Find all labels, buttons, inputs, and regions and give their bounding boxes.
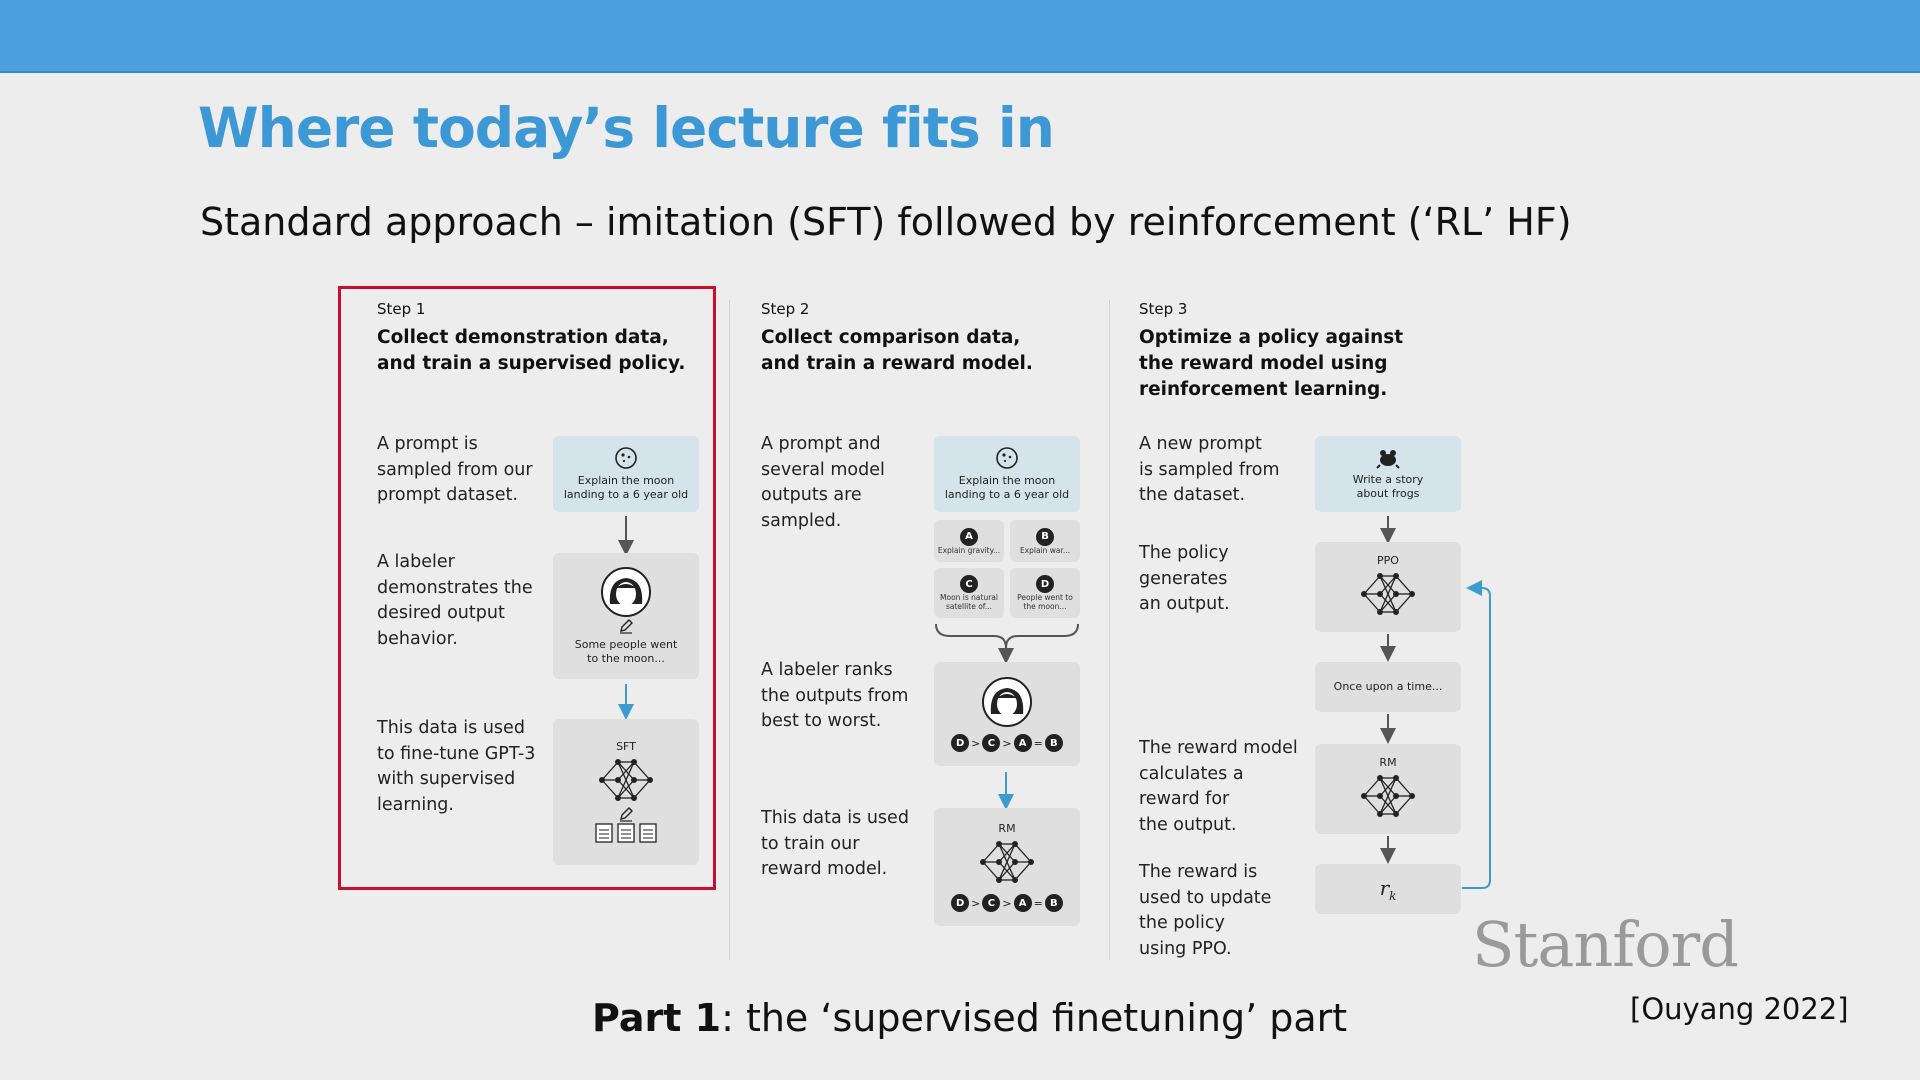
option-d-badge: D: [1036, 575, 1054, 593]
neural-network-icon: [599, 759, 653, 801]
labeler-avatar-icon: [601, 567, 651, 617]
pencil-icon: [620, 807, 633, 822]
step1-sft-box: SFT: [553, 719, 699, 865]
citation: [Ouyang 2022]: [1630, 992, 1849, 1026]
option-d-box: D People went to the moon...: [1010, 568, 1080, 618]
documents-icon: [595, 823, 657, 843]
rm-label: RM: [998, 822, 1016, 835]
column-divider-1: [729, 300, 730, 960]
step3-reward-box: rk: [1315, 864, 1461, 914]
ranking-row: D> C> A= B: [951, 734, 1063, 752]
option-b-badge: B: [1036, 527, 1054, 546]
stanford-logo: Stanford: [1472, 908, 1739, 981]
rm-label: RM: [1379, 756, 1397, 769]
column-divider-2: [1109, 300, 1110, 960]
moon-icon: [615, 447, 637, 469]
slide-title: Where today’s lecture fits in: [198, 96, 1055, 160]
top-bar: [0, 0, 1920, 73]
ranking-row: D> C> A= B: [951, 894, 1063, 912]
step2-title: Collect comparison data,and train a rewa…: [761, 327, 1033, 374]
ppo-label: PPO: [1377, 554, 1399, 567]
step3-label: Step 3: [1139, 300, 1188, 318]
option-b-box: B Explain war...: [1010, 520, 1080, 562]
neural-network-icon: [1361, 775, 1415, 817]
moon-icon: [996, 447, 1018, 469]
part-caption: Part 1: the ‘supervised finetuning’ part: [592, 996, 1348, 1040]
step1-title: Collect demonstration data,and train a s…: [377, 327, 686, 374]
step1-highlight-box: [338, 286, 716, 890]
option-a-box: A Explain gravity...: [934, 520, 1004, 562]
step2-labeler-box: D> C> A= B: [934, 662, 1080, 766]
step3-rm-box: RM: [1315, 744, 1461, 834]
slide-subtitle: Standard approach – imitation (SFT) foll…: [200, 200, 1572, 244]
reward-symbol: rk: [1379, 875, 1397, 903]
step1-label: Step 1: [377, 300, 426, 318]
sft-label: SFT: [616, 740, 636, 753]
labeler-avatar-icon: [982, 677, 1032, 727]
step3-output-box: Once upon a time...: [1315, 662, 1461, 712]
neural-network-icon: [1361, 573, 1415, 615]
option-c-box: C Moon is natural satellite of...: [934, 568, 1004, 618]
pencil-icon: [620, 619, 633, 634]
neural-network-icon: [980, 841, 1034, 883]
option-a-badge: A: [960, 527, 978, 546]
option-c-badge: C: [960, 575, 978, 593]
step2-rm-box: RM D> C> A= B: [934, 808, 1080, 926]
step3-policy-box: PPO: [1315, 542, 1461, 632]
step2-label: Step 2: [761, 300, 810, 318]
frog-icon: [1376, 450, 1400, 469]
